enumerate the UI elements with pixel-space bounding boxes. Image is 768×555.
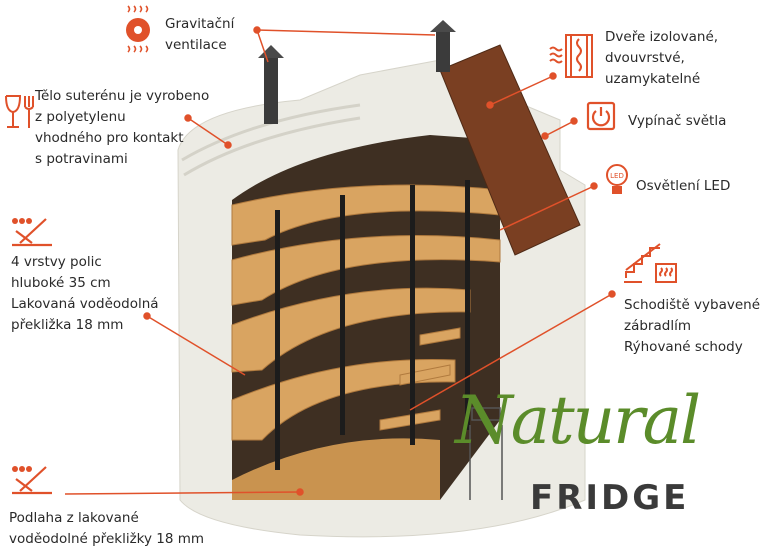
power-switch-icon <box>586 101 616 131</box>
waterproof-icon <box>12 466 52 495</box>
label-ventilation: Gravitační ventilace <box>165 16 235 53</box>
led-bulb-icon: LED <box>605 164 629 200</box>
svg-text:LED: LED <box>610 172 624 180</box>
food-safe-glass-fork-icon <box>5 95 34 128</box>
logo-fridge: FRIDGE <box>530 478 690 518</box>
label-light-switch: Vypínač světla <box>628 113 727 129</box>
label-floor: Podlaha z lakované voděodolné překližky … <box>9 510 205 547</box>
label-body-material: Tělo suterénu je vyrobeno z polyetylenu … <box>35 88 210 167</box>
label-led-lighting: Osvětlení LED <box>636 178 731 194</box>
fan-heat-icon <box>126 5 150 53</box>
label-door: Dveře izolované, dvouvrstvé, uzamykateln… <box>605 29 719 87</box>
heated-stairs-icon <box>624 243 677 283</box>
logo-fridge-icon <box>469 407 503 500</box>
waterproof-icon <box>12 218 52 247</box>
logo-natural: Natural <box>455 382 701 459</box>
label-shelves: 4 vrstvy polic hluboké 35 cm Lakovaná vo… <box>11 254 159 333</box>
insulated-door-icon <box>549 34 593 78</box>
label-stairs: Schodiště vybavené zábradlím Rýhované sc… <box>624 297 761 355</box>
